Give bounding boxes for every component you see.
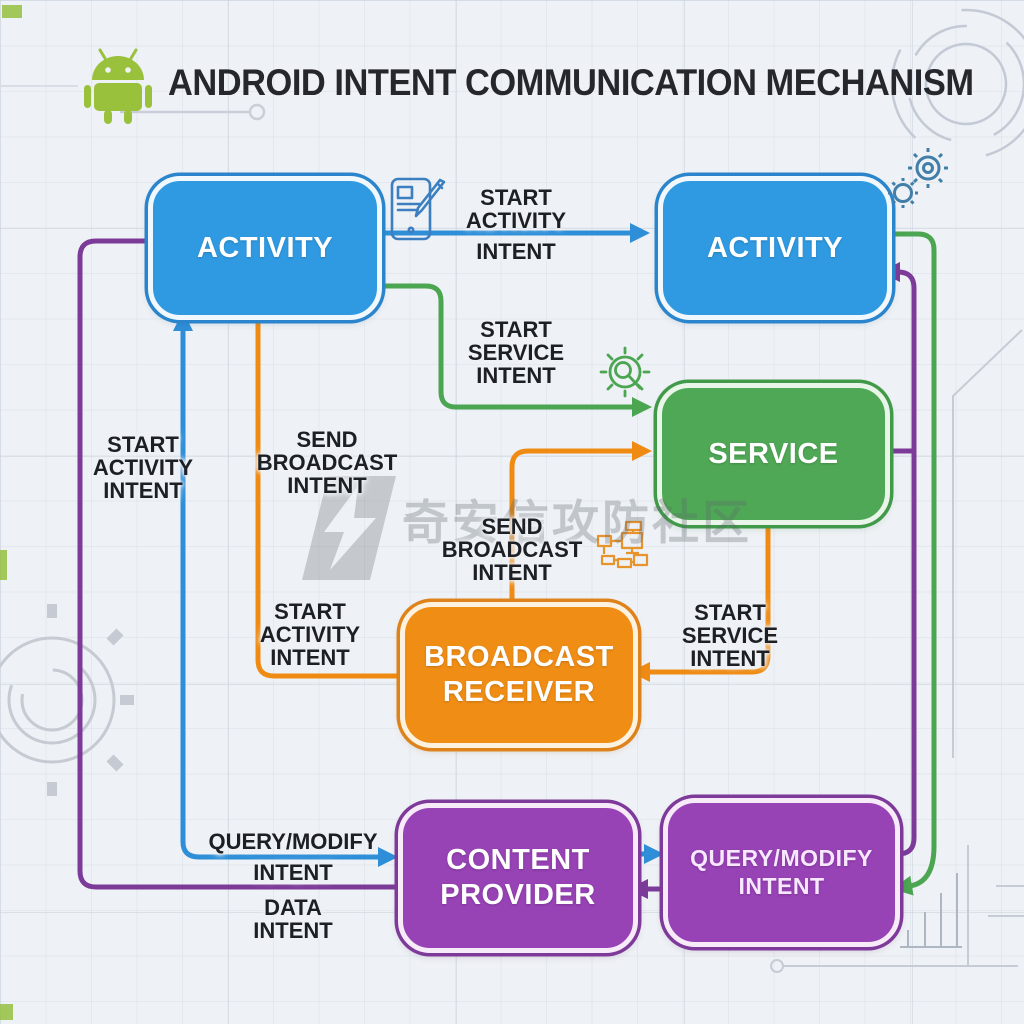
edge-activity-to-broadcastreceiver — [255, 311, 400, 679]
android-robot-icon — [84, 48, 152, 124]
node-label: BROADCAST — [424, 641, 614, 674]
label-start-activity-intent-left: START ACTIVITY INTENT — [92, 432, 194, 503]
node-activity-left: ACTIVITY — [148, 176, 382, 320]
node-content-provider: CONTENT PROVIDER — [398, 803, 638, 953]
edge-activity-to-querymodify — [884, 231, 937, 896]
node-label: ACTIVITY — [706, 231, 844, 264]
phone-edit-icon — [390, 177, 446, 241]
node-label: PROVIDER — [440, 879, 596, 911]
node-label: SERVICE — [708, 437, 839, 470]
label-query-modify-intent: QUERY/MODIFY INTENT — [208, 829, 378, 885]
edge-activity-to-contentprovider-data — [77, 238, 398, 890]
node-label: INTENT — [738, 872, 825, 899]
label-send-broadcast-intent-mid: SEND BROADCAST INTENT — [441, 514, 583, 585]
edge-querymodify-to-activity — [880, 262, 917, 857]
node-label: ACTIVITY — [196, 231, 334, 264]
circuit-lines-decor — [0, 85, 1024, 973]
bar-chart-decor — [900, 873, 962, 948]
node-query-modify-intent: QUERY/MODIFY INTENT — [663, 798, 900, 947]
label-data-intent: DATA INTENT — [253, 895, 333, 943]
node-label: RECEIVER — [442, 676, 596, 708]
network-devices-icon — [596, 520, 649, 569]
label-start-activity-intent-mid: START ACTIVITY INTENT — [259, 599, 361, 670]
page-title: ANDROID INTENT COMMUNICATION MECHANISM — [168, 62, 974, 103]
gear-search-icon — [599, 346, 651, 398]
gears-icon — [888, 148, 948, 208]
edge-service-to-broadcastreceiver — [630, 523, 771, 682]
edge-activity-to-service — [374, 283, 652, 417]
node-service: SERVICE — [657, 383, 890, 525]
title-underline-decor — [120, 103, 266, 121]
green-corner-marks-decor — [0, 5, 22, 1020]
top-right-arcs-decor — [890, 8, 1024, 160]
edge-broadcastreceiver-to-service — [509, 441, 652, 601]
edge-activity-contentprovider-query — [173, 311, 398, 867]
label-start-service-intent-right: START SERVICE INTENT — [681, 600, 779, 671]
label-start-service-intent: START SERVICE INTENT — [467, 317, 565, 388]
node-broadcast-receiver: BROADCAST RECEIVER — [400, 602, 638, 748]
node-label: CONTENT — [446, 844, 590, 877]
label-send-broadcast-intent-left: SEND BROADCAST INTENT — [256, 427, 398, 498]
node-label: QUERY/MODIFY — [690, 844, 873, 871]
node-activity-right: ACTIVITY — [658, 176, 892, 320]
label-start-activity-intent-top: START ACTIVITY INTENT — [465, 185, 567, 264]
